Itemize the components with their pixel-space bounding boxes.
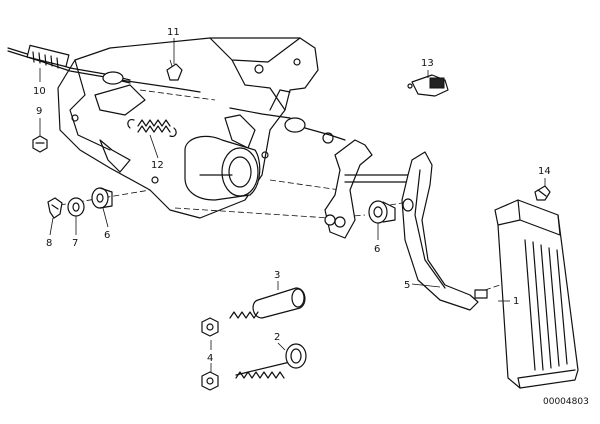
guide-line <box>269 179 341 191</box>
accelerator-pedal-pad <box>494 199 579 389</box>
cable-clip <box>47 197 63 219</box>
nut-lower <box>201 371 219 391</box>
diagram-part-code: 00004803 <box>543 397 589 407</box>
guide-line <box>484 284 501 291</box>
callout-6: 6 <box>374 244 380 255</box>
throttle-cable <box>7 44 346 144</box>
callout-4: 4 <box>207 353 213 364</box>
return-spring <box>127 119 177 137</box>
nut <box>32 135 48 153</box>
callout-2: 2 <box>274 332 280 343</box>
screw <box>166 63 183 81</box>
intermediate-lever <box>324 139 421 239</box>
callout-14: 14 <box>538 166 551 177</box>
callout-5: 5 <box>404 280 410 291</box>
guide-line <box>389 199 421 206</box>
callout-8: 8 <box>46 238 52 249</box>
pedal-arm <box>401 151 488 311</box>
leader-lines <box>39 38 546 372</box>
washer <box>67 197 85 217</box>
callout-10: 10 <box>33 86 46 97</box>
adjuster-sleeve <box>229 287 306 319</box>
cable-end-fitting <box>407 74 449 97</box>
bushing-left <box>91 187 113 209</box>
callout-1: 1 <box>513 296 519 307</box>
callout-12: 12 <box>151 160 164 171</box>
bushing <box>368 198 414 224</box>
pedal-clip <box>534 185 551 201</box>
callout-6-left: 6 <box>104 230 110 241</box>
stop-screw <box>235 343 307 379</box>
nut-upper <box>201 317 219 337</box>
callout-labels: 1 2 3 4 5 6 7 8 6 9 10 11 12 13 14 <box>33 27 551 364</box>
callout-9: 9 <box>36 106 42 117</box>
pivot-drum <box>184 135 261 201</box>
callout-11: 11 <box>167 27 180 38</box>
callout-7: 7 <box>72 238 78 249</box>
guide-line <box>139 89 216 101</box>
callout-13: 13 <box>421 58 434 69</box>
callout-3: 3 <box>274 270 280 281</box>
